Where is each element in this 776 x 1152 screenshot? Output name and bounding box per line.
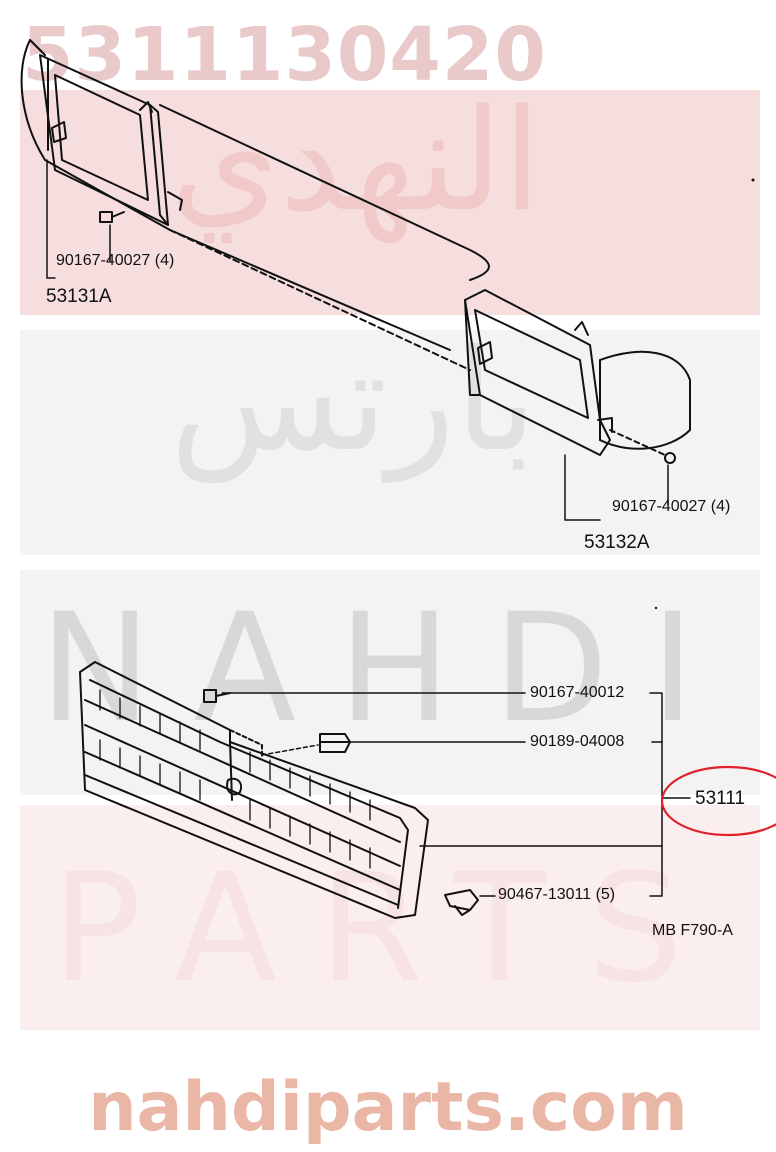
label-figure-code: MB F790-A xyxy=(652,922,733,939)
watermark-arabic-mid: بارتس xyxy=(170,320,537,483)
watermark-arabic-top: النهدي xyxy=(170,80,542,243)
radiator-grille xyxy=(79,661,429,919)
leader-lines-upper xyxy=(46,159,669,521)
watermark-band-red-bottom xyxy=(20,805,760,1030)
label-screw-grille: 90167-40012 xyxy=(530,684,625,701)
watermark-part-number: 5311130420 xyxy=(22,12,547,98)
watermark-url: nahdiparts.com xyxy=(88,1068,688,1147)
highlight-circle xyxy=(660,765,776,837)
label-bolt-right: 90167-40027 (4) xyxy=(612,498,731,515)
nut-right-icon xyxy=(609,429,676,464)
watermark-parts: PARTS xyxy=(51,842,725,1016)
bolt-left-icon xyxy=(99,211,125,223)
watermark-band-red-top xyxy=(20,90,760,315)
watermark-nahdi: NAHDI xyxy=(39,582,737,756)
label-ref-left: 53131A xyxy=(46,286,112,307)
watermark-band-grey-2 xyxy=(20,570,760,795)
radiator-support-outline xyxy=(20,39,691,450)
label-ref-grille: 53111 xyxy=(695,788,746,809)
grille-clip-icon xyxy=(319,733,351,753)
grille-slats xyxy=(99,689,371,869)
headlamp-bracket-left xyxy=(39,54,183,226)
label-ref-right: 53132A xyxy=(584,532,650,553)
grille-screw-icon xyxy=(203,689,231,703)
grille-nut-icon xyxy=(444,889,479,916)
label-clip-grille: 90189-04008 xyxy=(530,733,625,750)
label-bolt-left: 90167-40027 (4) xyxy=(56,252,175,269)
headlamp-bracket-right xyxy=(464,289,613,456)
label-nut-grille: 90467-13011 (5) xyxy=(498,886,616,903)
